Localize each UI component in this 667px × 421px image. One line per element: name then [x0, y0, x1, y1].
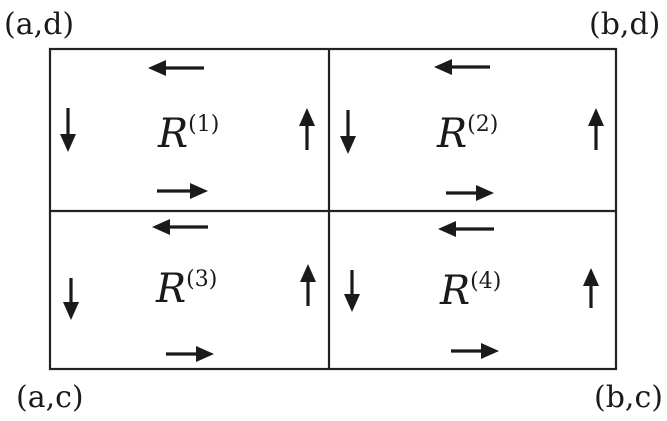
corner-label-bottom-left: (a,c) [16, 380, 84, 415]
region-superscript: (3) [186, 267, 217, 292]
left-arrow-icon [438, 221, 494, 237]
corner-label-top-right: (b,d) [589, 7, 660, 42]
region-label-4: R(4) [439, 268, 501, 314]
region-superscript: (1) [188, 112, 219, 137]
up-arrow-icon [299, 108, 315, 150]
region-superscript: (2) [467, 112, 498, 137]
region-letter: R [436, 111, 467, 157]
up-arrow-icon [588, 108, 604, 150]
up-arrow-icon [300, 264, 316, 306]
corner-label-top-left: (a,d) [4, 7, 74, 42]
up-arrow-icon [583, 268, 599, 308]
region-label-3: R(3) [155, 266, 217, 312]
region-letter: R [157, 111, 188, 157]
left-arrow-icon [152, 219, 208, 235]
right-arrow-icon [166, 346, 214, 362]
right-arrow-icon [451, 343, 499, 359]
grid [48, 47, 618, 371]
region-letter: R [439, 268, 470, 314]
region-label-1: R(1) [157, 111, 219, 157]
down-arrow-icon [63, 278, 79, 320]
down-arrow-icon [340, 110, 356, 154]
right-arrow-icon [446, 185, 494, 201]
right-arrow-icon [157, 183, 208, 199]
down-arrow-icon [60, 108, 76, 152]
region-letter: R [155, 266, 186, 312]
down-arrow-icon [344, 270, 360, 312]
left-arrow-icon [434, 59, 490, 75]
region-label-2: R(2) [436, 111, 498, 157]
left-arrow-icon [148, 60, 204, 76]
region-superscript: (4) [470, 269, 501, 294]
outer-rectangle [48, 47, 618, 371]
corner-label-bottom-right: (b,c) [594, 380, 663, 415]
